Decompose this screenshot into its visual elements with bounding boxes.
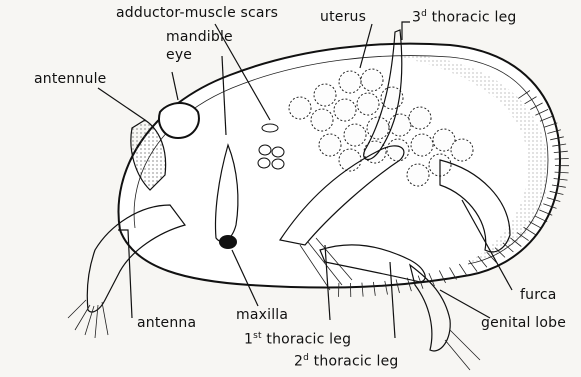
egg: [311, 109, 333, 131]
first-leg-number: 1: [244, 332, 253, 348]
label-eye: eye: [166, 48, 192, 62]
label-antennule: antennule: [34, 72, 106, 86]
maxilla-body: [219, 235, 237, 249]
second-leg-number: 2: [294, 354, 303, 370]
egg: [334, 99, 356, 121]
label-adductor-muscle-scars: adductor-muscle scars: [116, 6, 278, 20]
label-furca: furca: [520, 288, 557, 302]
label-maxilla: maxilla: [236, 308, 288, 322]
first-leg-ordinal: st: [253, 331, 262, 341]
egg: [387, 139, 409, 161]
label-mandible: mandible: [166, 30, 233, 44]
label-first-thoracic-leg: 1st thoracic leg: [244, 332, 351, 347]
third-leg-number: 3: [412, 10, 421, 26]
egg: [289, 97, 311, 119]
egg: [407, 164, 429, 186]
label-antenna: antenna: [137, 316, 196, 330]
egg: [344, 124, 366, 146]
label-uterus: uterus: [320, 10, 366, 24]
eye-body: [159, 103, 199, 138]
egg: [409, 107, 431, 129]
egg: [314, 84, 336, 106]
egg: [319, 134, 341, 156]
third-leg-text: thoracic leg: [427, 10, 516, 26]
egg: [361, 69, 383, 91]
egg: [357, 93, 379, 115]
first-leg-text: thoracic leg: [262, 332, 351, 348]
egg: [411, 134, 433, 156]
label-third-thoracic-leg: 3d thoracic leg: [412, 10, 516, 25]
label-second-thoracic-leg: 2d thoracic leg: [294, 354, 398, 369]
egg: [451, 139, 473, 161]
egg: [339, 71, 361, 93]
label-genital-lobe: genital lobe: [481, 316, 566, 330]
second-leg-text: thoracic leg: [309, 354, 398, 370]
